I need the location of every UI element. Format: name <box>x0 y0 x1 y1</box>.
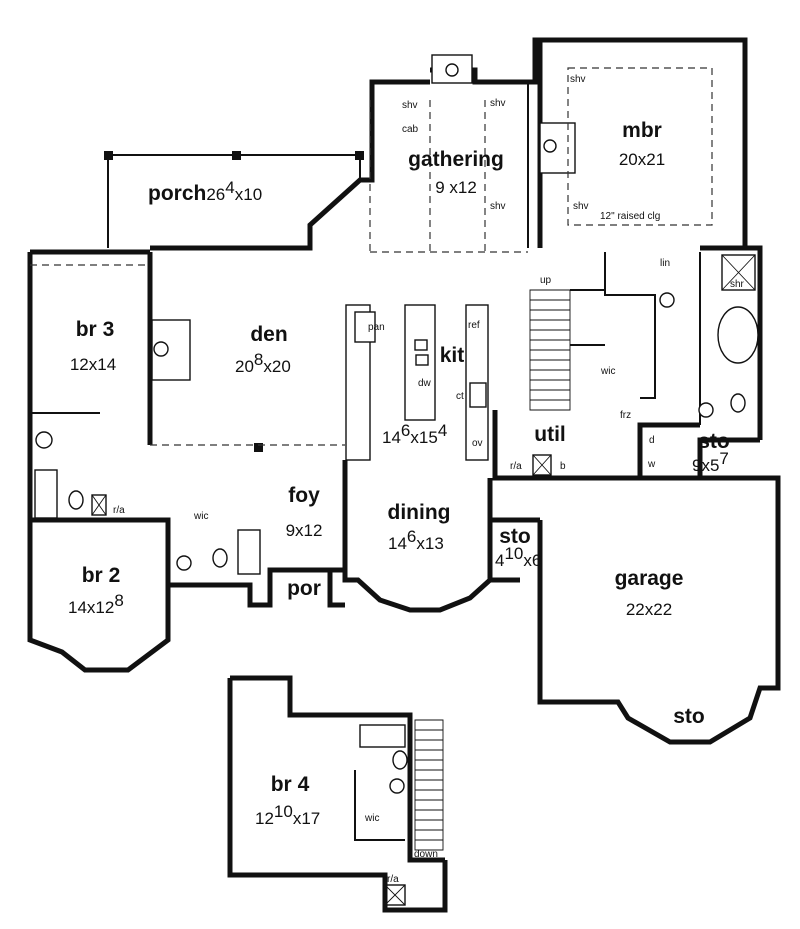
util-label: util <box>534 423 566 446</box>
fireplaces <box>151 54 576 381</box>
sto-garage-label: sto <box>673 705 705 728</box>
kit-dim: 146x154 <box>382 421 447 447</box>
por-label: por <box>287 577 321 600</box>
shv-label-4: shv <box>490 201 506 212</box>
ov-label: ov <box>472 438 483 449</box>
foy-dim: 9x12 <box>286 521 323 540</box>
dashed-lines <box>30 67 713 446</box>
shv-label-5: shv <box>573 201 589 212</box>
br4-dim: 1210x17 <box>255 802 320 828</box>
sto-util-dim: 9x57 <box>692 449 729 475</box>
kitchen-fixtures <box>345 304 489 461</box>
ra-label-util: r/a <box>510 461 522 472</box>
garage-dim: 22x22 <box>626 600 672 619</box>
dining-label: dining <box>388 501 451 524</box>
dryer-label: d <box>649 435 655 446</box>
shv-label-3: shv <box>570 74 586 85</box>
br4-walls <box>227 675 448 913</box>
down-label: down <box>414 849 438 860</box>
foy-label: foy <box>288 484 320 507</box>
room-labels: porch264x10 gathering 9 x12 mbr 20x21 br… <box>68 119 730 828</box>
sto-util-label: sto <box>698 430 730 453</box>
sto-hall-label: sto <box>499 525 531 548</box>
washer-label: w <box>647 459 656 470</box>
exterior-walls <box>27 37 781 745</box>
garage-label: garage <box>615 567 684 590</box>
up-label: up <box>540 275 552 286</box>
ra-label-br4: r/a <box>387 874 399 885</box>
b-label: b <box>560 461 566 472</box>
gathering-dim: 9 x12 <box>435 178 477 197</box>
wic-label-foy: wic <box>193 511 208 522</box>
den-dim: 208x20 <box>235 350 291 376</box>
gathering-label: gathering <box>408 148 504 171</box>
fixture-labels: shv cab shv shv shv shv 12" raised clg l… <box>113 74 745 885</box>
mbr-dim: 20x21 <box>619 150 665 169</box>
ct-label: ct <box>456 391 464 402</box>
frz-label: frz <box>620 410 631 421</box>
br2-dim: 14x128 <box>68 591 124 617</box>
br3-label: br 3 <box>76 318 115 341</box>
bath-fixtures <box>34 254 759 906</box>
mbr-label: mbr <box>622 119 662 142</box>
cab-label: cab <box>402 124 419 135</box>
porch-outline <box>104 151 364 452</box>
ra-label-br3: r/a <box>113 505 125 516</box>
dining-dim: 146x13 <box>388 527 444 553</box>
shr-label: shr <box>730 279 745 290</box>
stairs <box>414 289 571 851</box>
wic-label-br4: wic <box>364 813 379 824</box>
shv-label-2: shv <box>490 98 506 109</box>
br4-label: br 4 <box>271 773 310 796</box>
porch-label: porch264x10 <box>148 178 262 205</box>
br2-label: br 2 <box>82 564 121 587</box>
lin-label: lin <box>660 258 670 269</box>
den-label: den <box>250 323 287 346</box>
pan-label: pan <box>368 322 385 333</box>
shv-label-1: shv <box>402 100 418 111</box>
br3-dim: 12x14 <box>70 355 116 374</box>
raised-ceiling-label: 12" raised clg <box>600 211 660 222</box>
sto-hall-dim: 410x6 <box>495 544 541 570</box>
kit-label: kit <box>440 344 465 367</box>
dw-label: dw <box>418 378 432 389</box>
wic-label-mbr: wic <box>600 366 615 377</box>
ref-label: ref <box>468 320 480 331</box>
